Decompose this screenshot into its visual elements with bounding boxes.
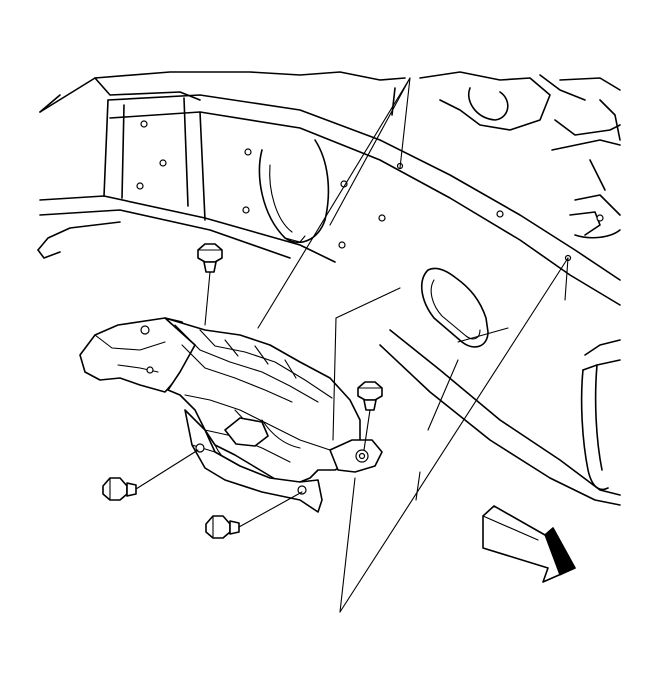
callout-lines xyxy=(257,77,569,613)
frame-rail xyxy=(37,71,621,506)
bolt-bottom-left xyxy=(102,449,199,501)
bolt-right xyxy=(357,381,383,451)
bolt-top-left xyxy=(197,243,223,326)
front-of-vehicle-arrow-icon xyxy=(482,505,576,583)
bolt-bottom-center xyxy=(205,491,303,539)
crossmember-bracket xyxy=(79,317,383,513)
